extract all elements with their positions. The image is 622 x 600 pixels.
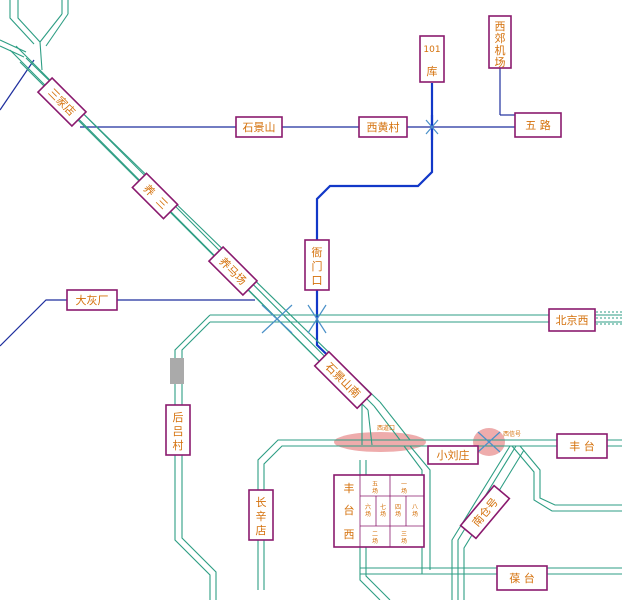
station-fengtaixi-char-2: 台 xyxy=(344,503,355,517)
station-houlvcun[interactable]: 后 吕 村 xyxy=(165,404,191,456)
yard-qichang-2: 场 xyxy=(380,510,386,518)
station-xiaoliuzhuang-label: 小刘庄 xyxy=(437,448,470,462)
yard-wuchang-1: 五 xyxy=(372,481,378,488)
station-yangmachang[interactable]: 养马场 xyxy=(207,245,259,297)
highlight-zones xyxy=(334,428,505,456)
highlight-zone-west-junction xyxy=(334,432,426,452)
branch-line-top-left xyxy=(0,59,35,111)
station-101-ku-num: 101 xyxy=(423,45,440,55)
station-101-ku-char: 库 xyxy=(427,65,438,78)
yard-yichang-2: 场 xyxy=(401,487,407,495)
station-fengtaixi-yard[interactable]: 丰 台 西 五 场 一 场 六 场 七 场 四 场 八 场 二 场 三 场 xyxy=(333,474,425,548)
yard-qichang-1: 七 xyxy=(380,503,386,511)
station-beijingxi-label: 北京西 xyxy=(556,313,589,327)
station-qin-san[interactable]: 养 三 xyxy=(131,172,179,220)
station-houlvcun-char-1: 后 xyxy=(173,411,184,424)
yard-yichang-1: 一 xyxy=(401,481,407,488)
station-baotai[interactable]: 葆 台 xyxy=(496,565,548,591)
station-yamenkou-char-3: 口 xyxy=(312,274,323,287)
station-beijingxi[interactable]: 北京西 xyxy=(548,308,596,332)
station-shijingshannan[interactable]: 石景山南 xyxy=(313,350,373,410)
branch-line-101-ku xyxy=(315,83,434,373)
station-xihuangcun-label: 西黄村 xyxy=(367,120,400,134)
yard-sichang-1: 四 xyxy=(395,504,401,511)
yard-erchang-2: 场 xyxy=(372,537,378,545)
station-changxindian-char-1: 长 xyxy=(256,496,267,509)
station-fengtai-label: 丰 台 xyxy=(569,439,595,453)
station-xijiao-char-2: 郊 xyxy=(495,32,506,45)
crossing-marker xyxy=(307,304,327,334)
station-101-ku[interactable]: 101 库 xyxy=(419,35,445,83)
station-wulu[interactable]: 五 路 xyxy=(514,112,562,138)
dotted-extension xyxy=(596,311,622,325)
station-shijingshan[interactable]: 石景山 xyxy=(235,116,283,138)
station-changxindian-char-3: 店 xyxy=(256,523,267,537)
yard-sanchang-2: 场 xyxy=(401,537,407,545)
station-changxindian[interactable]: 长 辛 店 xyxy=(248,489,274,541)
branch-line-dahuichang xyxy=(0,299,255,347)
station-houlvcun-char-2: 吕 xyxy=(173,425,184,438)
crossing-marker xyxy=(261,304,293,334)
station-xihuangcun[interactable]: 西黄村 xyxy=(358,116,408,138)
station-nancanghao[interactable]: 南仓号 xyxy=(459,484,511,540)
yard-grid xyxy=(359,475,424,547)
yard-liuchang-1: 六 xyxy=(365,503,371,511)
yard-sichang-2: 场 xyxy=(395,510,401,518)
signal-xidaokou: 西道口 xyxy=(377,424,395,432)
station-xijiao-char-4: 场 xyxy=(495,55,506,69)
yard-erchang-1: 二 xyxy=(372,531,378,538)
station-wulu-label: 五 路 xyxy=(525,119,551,132)
signal-xixinhao: 西信号 xyxy=(503,430,521,438)
station-houlvcun-char-3: 村 xyxy=(173,438,184,452)
crossing-markers xyxy=(261,119,501,453)
station-xijiao-char-1: 西 xyxy=(495,20,506,33)
station-dahuichang[interactable]: 大灰厂 xyxy=(66,289,118,311)
station-fengtai[interactable]: 丰 台 xyxy=(556,433,608,459)
station-baotai-label: 葆 台 xyxy=(509,571,535,585)
yard-wuchang-2: 场 xyxy=(372,487,378,495)
station-yamenkou-char-1: 衙 xyxy=(312,246,323,259)
station-sanjiadian[interactable]: 三家店 xyxy=(36,76,88,128)
station-xijiao-jichang[interactable]: 西 郊 机 场 xyxy=(488,15,512,69)
station-xiaoliuzhuang[interactable]: 小刘庄 xyxy=(427,445,479,465)
crossing-marker xyxy=(425,119,439,135)
yard-bachang-2: 场 xyxy=(412,510,418,518)
station-shijingshan-label: 石景山 xyxy=(243,121,276,134)
station-fengtaixi-char-1: 丰 xyxy=(344,482,355,495)
yard-sanchang-1: 三 xyxy=(401,531,407,538)
gray-block xyxy=(170,358,184,384)
station-dahuichang-label: 大灰厂 xyxy=(76,293,109,307)
station-changxindian-char-2: 辛 xyxy=(256,509,267,523)
station-xijiao-char-3: 机 xyxy=(495,43,506,57)
yard-bachang-1: 八 xyxy=(412,504,418,511)
station-yamenkou[interactable]: 衙 门 口 xyxy=(304,239,330,291)
crossing-marker xyxy=(477,431,501,453)
yard-liuchang-2: 场 xyxy=(365,510,371,518)
station-fengtaixi-char-3: 西 xyxy=(344,528,355,541)
station-yamenkou-char-2: 门 xyxy=(312,259,323,273)
